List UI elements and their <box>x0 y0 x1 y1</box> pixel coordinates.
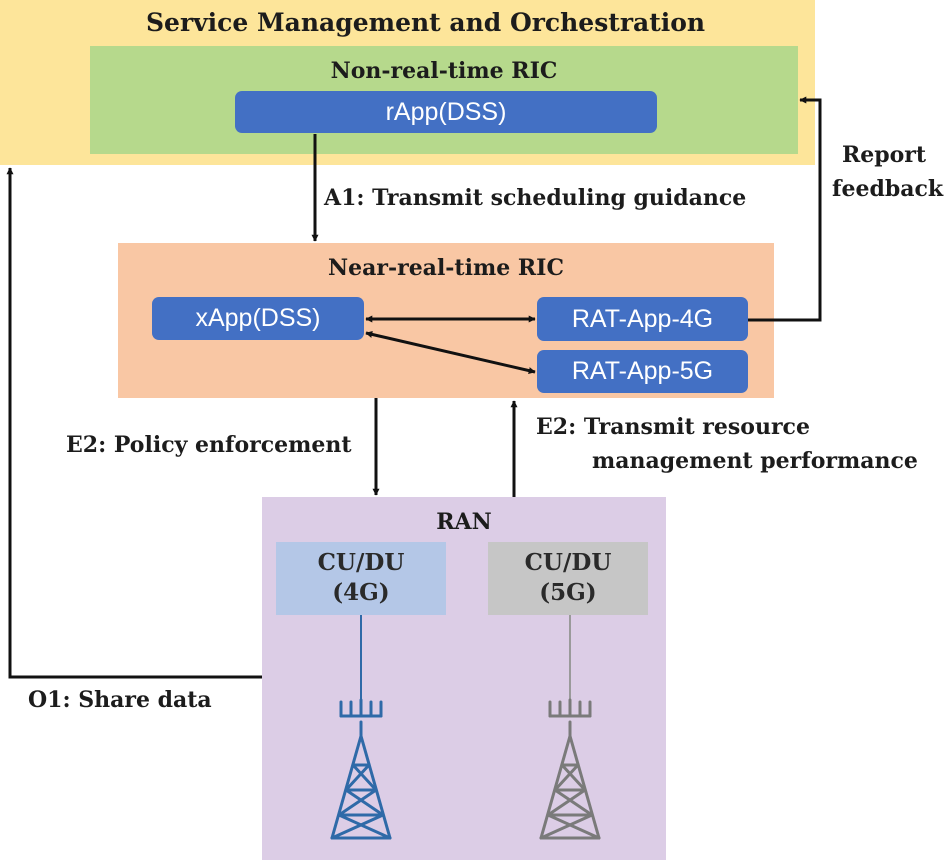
xapp-rat5g-arrow <box>365 331 536 374</box>
e2-transmit-label: E2: Transmit resource management perform… <box>536 410 918 478</box>
cu-du-4g-label: CU/DU (4G) <box>276 548 446 608</box>
cu-du-5g-label: CU/DU (5G) <box>488 548 648 608</box>
smo-title: Service Management and Orchestration <box>146 8 706 37</box>
tower-5g-icon <box>539 698 601 840</box>
cu-du-4g-box: CU/DU (4G) <box>276 542 446 615</box>
o1-label: O1: Share data <box>28 687 212 713</box>
cu-du-4g-line2: (4G) <box>332 579 390 606</box>
tower-4g-icon <box>330 698 392 840</box>
o1-arrow <box>6 167 262 679</box>
rat-app-5g-box: RAT-App-5G <box>537 350 748 393</box>
rapp-dss-box: rApp(DSS) <box>235 91 657 133</box>
e2-policy-label: E2: Policy enforcement <box>66 432 352 458</box>
rat-app-4g-box: RAT-App-4G <box>537 297 748 341</box>
cu-du-5g-line1: CU/DU <box>524 549 612 576</box>
near-rt-ric-title: Near-real-time RIC <box>328 255 564 281</box>
e2-transmit-label-line1: E2: Transmit resource <box>536 414 810 440</box>
cu-du-4g-line1: CU/DU <box>317 549 405 576</box>
cu-du-5g-box: CU/DU (5G) <box>488 542 648 615</box>
non-rt-ric-title: Non-real-time RIC <box>330 58 558 84</box>
report-feedback-label: Report feedback <box>832 142 944 202</box>
ran-title: RAN <box>436 509 492 535</box>
a1-label: A1: Transmit scheduling guidance <box>324 185 747 211</box>
report-feedback-arrow <box>748 96 822 322</box>
e2-transmit-label-line2: management performance <box>592 448 918 474</box>
xapp-dss-box: xApp(DSS) <box>152 297 364 340</box>
cu-du-5g-line2: (5G) <box>539 579 597 606</box>
non-rt-ric-box: Non-real-time RIC <box>90 46 798 154</box>
